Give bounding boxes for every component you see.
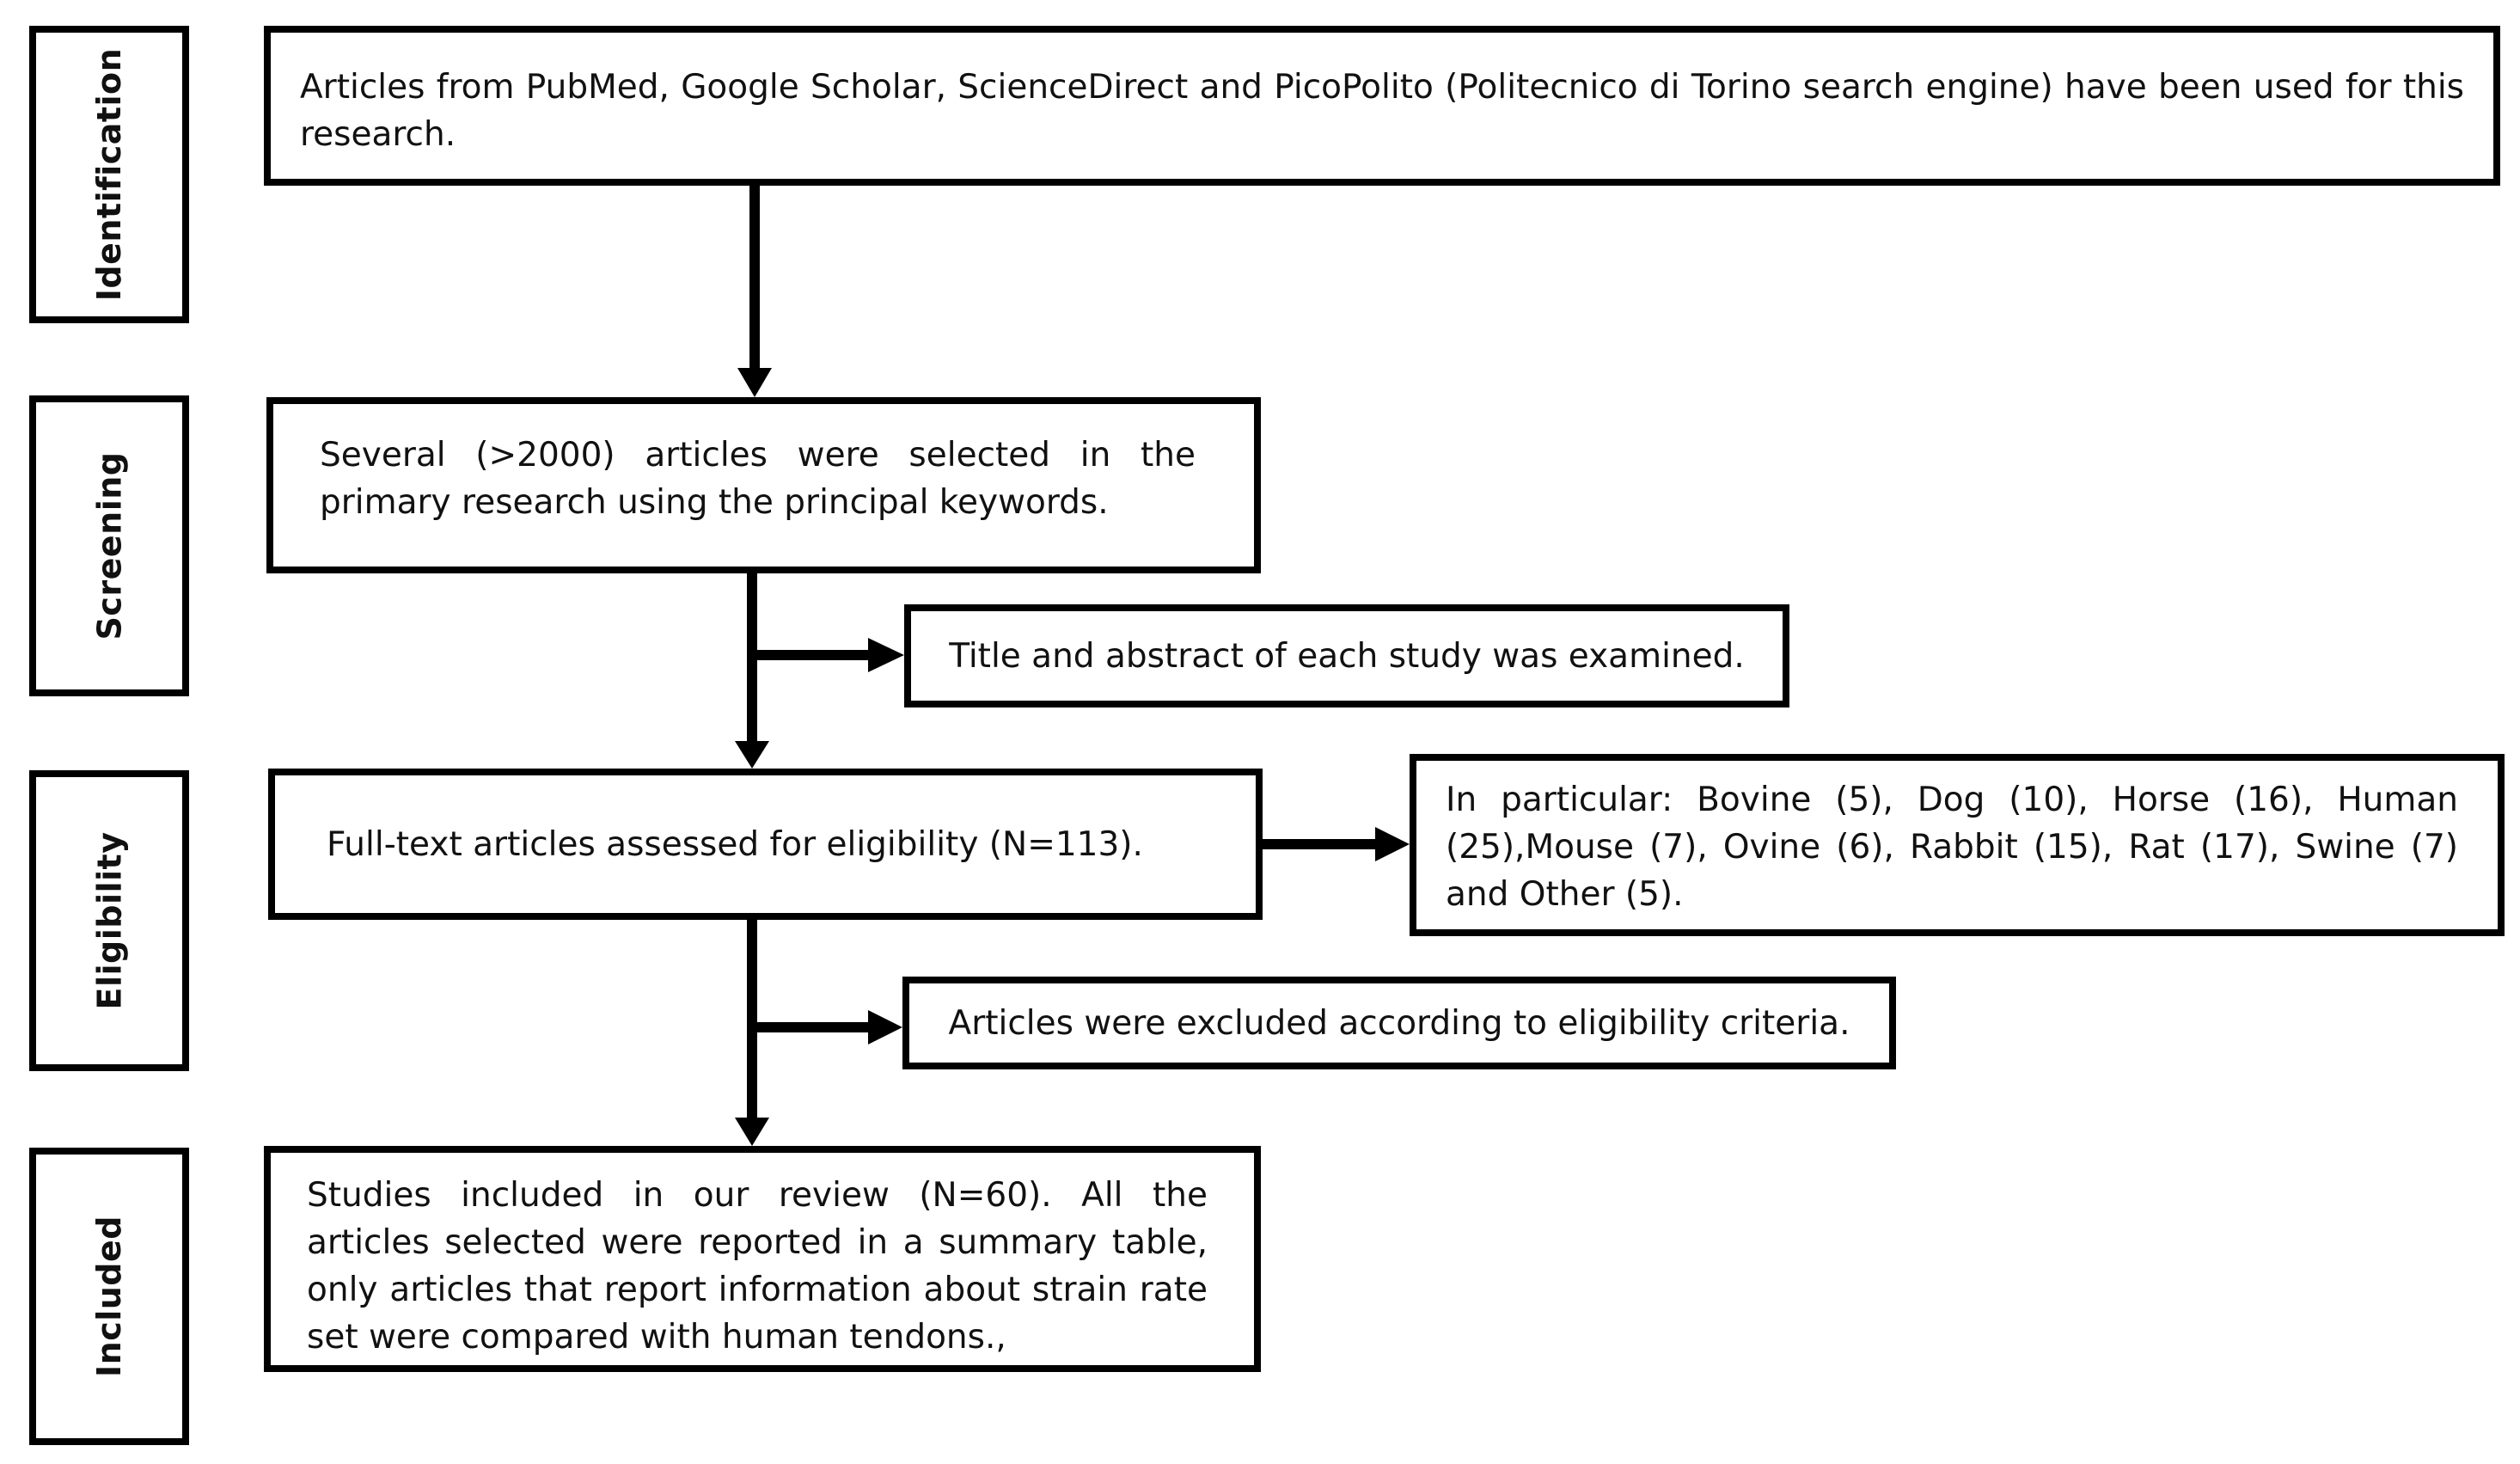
stage-identification: Identification xyxy=(29,26,189,323)
arrowhead-included xyxy=(735,1118,769,1146)
stage-included: Included xyxy=(29,1148,189,1445)
excluded-text: Articles were excluded according to elig… xyxy=(948,1003,1850,1043)
arrowhead-excluded xyxy=(868,1010,902,1044)
arrowhead-eligibility xyxy=(735,741,769,769)
eligibility-box: Full-text articles assessed for eligibil… xyxy=(268,769,1263,920)
excluded-box: Articles were excluded according to elig… xyxy=(902,977,1896,1069)
arrowhead-species xyxy=(1375,827,1410,861)
screening-text: Several (>2000) articles were selected i… xyxy=(320,436,1196,522)
arrowhead-title-abstract xyxy=(868,638,904,672)
included-box: Studies included in our review (N=60). A… xyxy=(264,1146,1261,1372)
eligibility-text: Full-text articles assessed for eligibil… xyxy=(327,824,1143,864)
species-box: In particular: Bovine (5), Dog (10), Hor… xyxy=(1410,754,2505,936)
arrowhead-screening xyxy=(737,368,772,397)
species-text: In particular: Bovine (5), Dog (10), Hor… xyxy=(1446,781,2458,914)
title-abstract-text: Title and abstract of each study was exa… xyxy=(949,636,1745,676)
title-abstract-box: Title and abstract of each study was exa… xyxy=(904,604,1789,707)
screening-box: Several (>2000) articles were selected i… xyxy=(266,397,1261,573)
included-text: Studies included in our review (N=60). A… xyxy=(307,1176,1208,1357)
stage-screening: Screening xyxy=(29,395,189,696)
stage-eligibility: Eligibility xyxy=(29,770,189,1071)
identification-text: Articles from PubMed, Google Scholar, Sc… xyxy=(300,68,2464,154)
identification-box: Articles from PubMed, Google Scholar, Sc… xyxy=(264,26,2500,186)
